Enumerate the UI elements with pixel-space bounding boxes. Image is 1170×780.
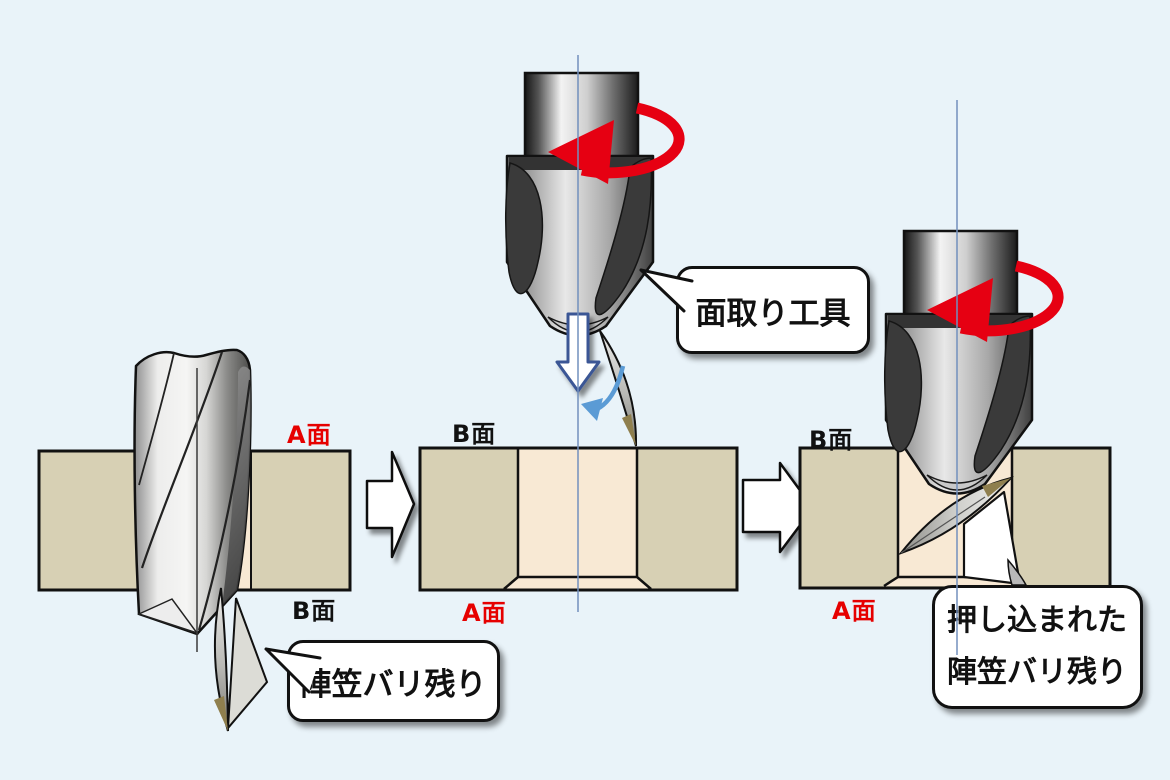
stage3-bottom-face-label: A面 <box>832 597 877 625</box>
stage1-burr <box>213 587 269 732</box>
burr-callout: 陣笠バリ残り <box>287 640 500 722</box>
transition-arrow-icon <box>365 450 416 559</box>
stage1-top-face-label: A面 <box>287 421 332 449</box>
stage2-bottom-face-label: A面 <box>462 599 507 627</box>
stage3-burr <box>898 476 1028 586</box>
drill-bit <box>133 348 252 652</box>
chamfer-tool-callout-text: 面取り工具 <box>695 295 851 332</box>
pushed-burr-callout-line1: 押し込まれた <box>947 603 1127 638</box>
stage3-burr-fold <box>962 490 1022 586</box>
stage2-burr <box>599 330 638 447</box>
stage1-group <box>37 348 352 732</box>
chamfer-tool <box>504 71 655 337</box>
stage3-top-face-label: B面 <box>809 426 854 454</box>
stage1-bottom-face-label: B面 <box>292 597 337 625</box>
tilt-arrow-icon <box>581 365 626 421</box>
stage2-top-face-label: B面 <box>452 420 497 448</box>
pushed-burr-callout: 押し込まれた 陣笠バリ残り <box>932 585 1143 709</box>
chamfer-tool-callout: 面取り工具 <box>676 266 870 354</box>
stage2-group <box>418 55 739 612</box>
burr-callout-text: 陣笠バリ残り <box>300 666 487 703</box>
stage3-group <box>798 100 1112 590</box>
transition-arrow-icon <box>741 461 815 554</box>
pushed-burr-callout-line2: 陣笠バリ残り <box>947 655 1127 690</box>
